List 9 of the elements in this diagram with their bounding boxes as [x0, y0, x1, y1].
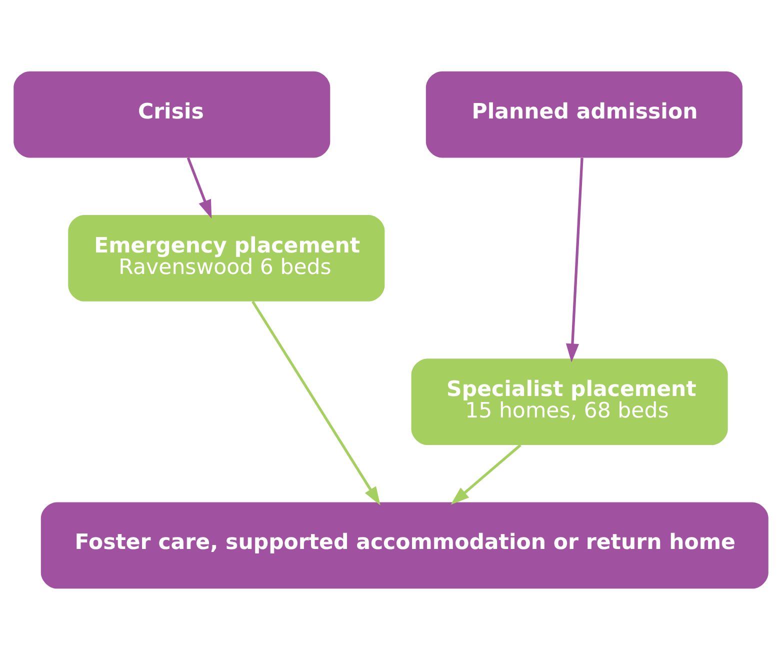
node-box: Planned admission [426, 70, 742, 158]
arrow [566, 157, 584, 362]
arrow [450, 444, 522, 504]
arrow [252, 300, 380, 505]
arrow [186, 156, 212, 218]
node-box: Crisis [14, 70, 330, 158]
node-box: Emergency placement Ravenswood 6 beds [68, 214, 385, 301]
node-box: Specialist placement 15 homes, 68 beds [411, 358, 728, 445]
node-box: Foster care, supported accommodation or return home [40, 502, 768, 588]
